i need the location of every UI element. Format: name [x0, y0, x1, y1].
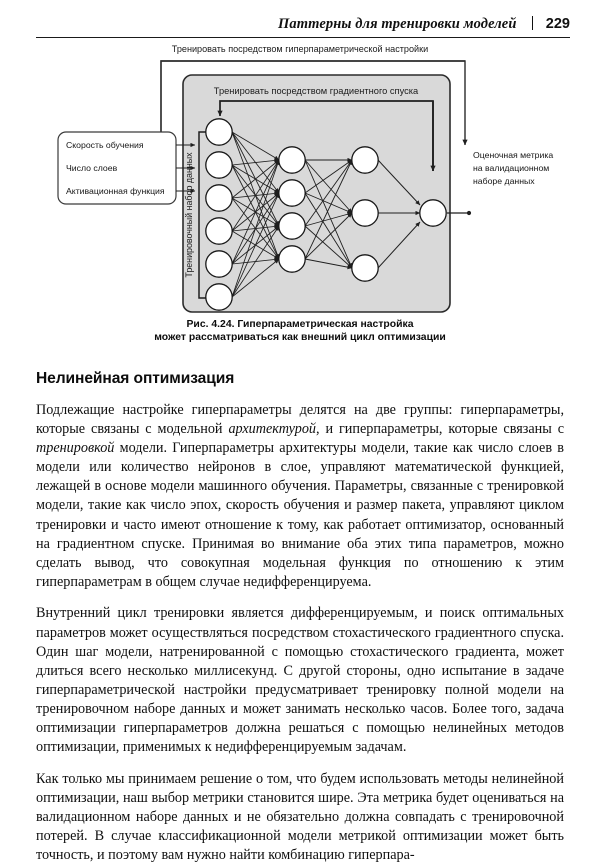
evaluation-metric-line-3: наборе данных [473, 176, 535, 186]
document-page: Паттерны для тренировки моделей 229 [0, 14, 600, 864]
neuron-node [351, 146, 379, 174]
hidden-layer-2-nodes [351, 146, 379, 282]
edges-hidden1-to-hidden2 [304, 157, 353, 270]
edges-input-to-hidden1 [231, 131, 280, 298]
text-run: модели. Гиперпараметры архитектуры модел… [36, 440, 564, 590]
body-paragraph: Подлежащие настройке гиперпараметры деля… [36, 401, 564, 592]
neuron-node [278, 212, 306, 240]
neuron-node [351, 254, 379, 282]
page-header: Паттерны для тренировки моделей 229 [36, 14, 570, 42]
gradient-descent-panel [182, 74, 451, 313]
input-layer-nodes [205, 118, 233, 311]
figure-caption-line-2: может рассматриваться как внешний цикл о… [154, 332, 446, 344]
text-run: , и гиперпараметры, которые связаны с [316, 421, 564, 438]
emphasized-term: тренировкой [36, 440, 115, 457]
neuron-node [205, 151, 233, 179]
page-number: 229 [545, 16, 570, 32]
header-divider [531, 16, 533, 30]
text-run: Подлежащие настройке гиперпараметры деля… [36, 402, 564, 438]
edges-hidden2-to-output [377, 159, 421, 269]
hidden-layer-1-nodes [278, 146, 306, 273]
neuron-node [351, 199, 379, 227]
hyperparameter-layer-count: Число слоев [66, 163, 118, 173]
neuron-node [205, 283, 233, 311]
neuron-node [205, 184, 233, 212]
header-rule: Паттерны для тренировки моделей 229 [36, 14, 570, 38]
hyperparameter-connectors [176, 142, 196, 194]
text-run: Как только мы принимаем решение о том, ч… [36, 770, 564, 864]
hyperparameter-activation-function: Активационная функция [66, 186, 165, 196]
running-head-title: Паттерны для тренировки моделей [278, 16, 517, 32]
paragraph-list: Подлежащие настройке гиперпараметры деля… [36, 401, 564, 865]
figure-caption-line-1: Рис. 4.24. Гиперпараметрическая настройк… [186, 319, 414, 330]
inner-loop-label: Тренировать посредством градиентного спу… [214, 86, 419, 96]
neuron-node [205, 250, 233, 278]
hyperparameter-learning-rate: Скорость обучения [66, 140, 144, 150]
neuron-node [278, 179, 306, 207]
neuron-node [205, 217, 233, 245]
body-paragraph: Как только мы принимаем решение о том, ч… [36, 770, 564, 865]
figure-caption: Рис. 4.24. Гиперпараметрическая настройк… [60, 318, 540, 345]
dataset-label: Тренировочный набор данных [184, 152, 194, 278]
outer-loop-label: Тренировать посредством гиперпараметриче… [172, 44, 428, 54]
dataset-bracket [198, 131, 206, 299]
text-run: Внутренний цикл тренировки является дифф… [36, 605, 564, 756]
section-heading: Нелинейная оптимизация [36, 370, 235, 387]
hyperparameter-tuning-diagram: Тренировать посредством гиперпараметриче… [57, 44, 553, 313]
neuron-node [278, 146, 306, 174]
neuron-node [205, 118, 233, 146]
emphasized-term: архитектурой [228, 421, 317, 438]
neuron-node [278, 245, 306, 273]
evaluation-metric-line-1: Оценочная метрика [473, 150, 553, 160]
figure-4-24: Тренировать посредством гиперпараметриче… [0, 40, 600, 352]
output-neuron-node [419, 199, 447, 227]
body-content: Нелинейная оптимизация Подлежащие настро… [36, 370, 564, 865]
body-paragraph: Внутренний цикл тренировки является дифф… [36, 604, 564, 757]
evaluation-metric-line-2: на валидационном [473, 163, 549, 173]
